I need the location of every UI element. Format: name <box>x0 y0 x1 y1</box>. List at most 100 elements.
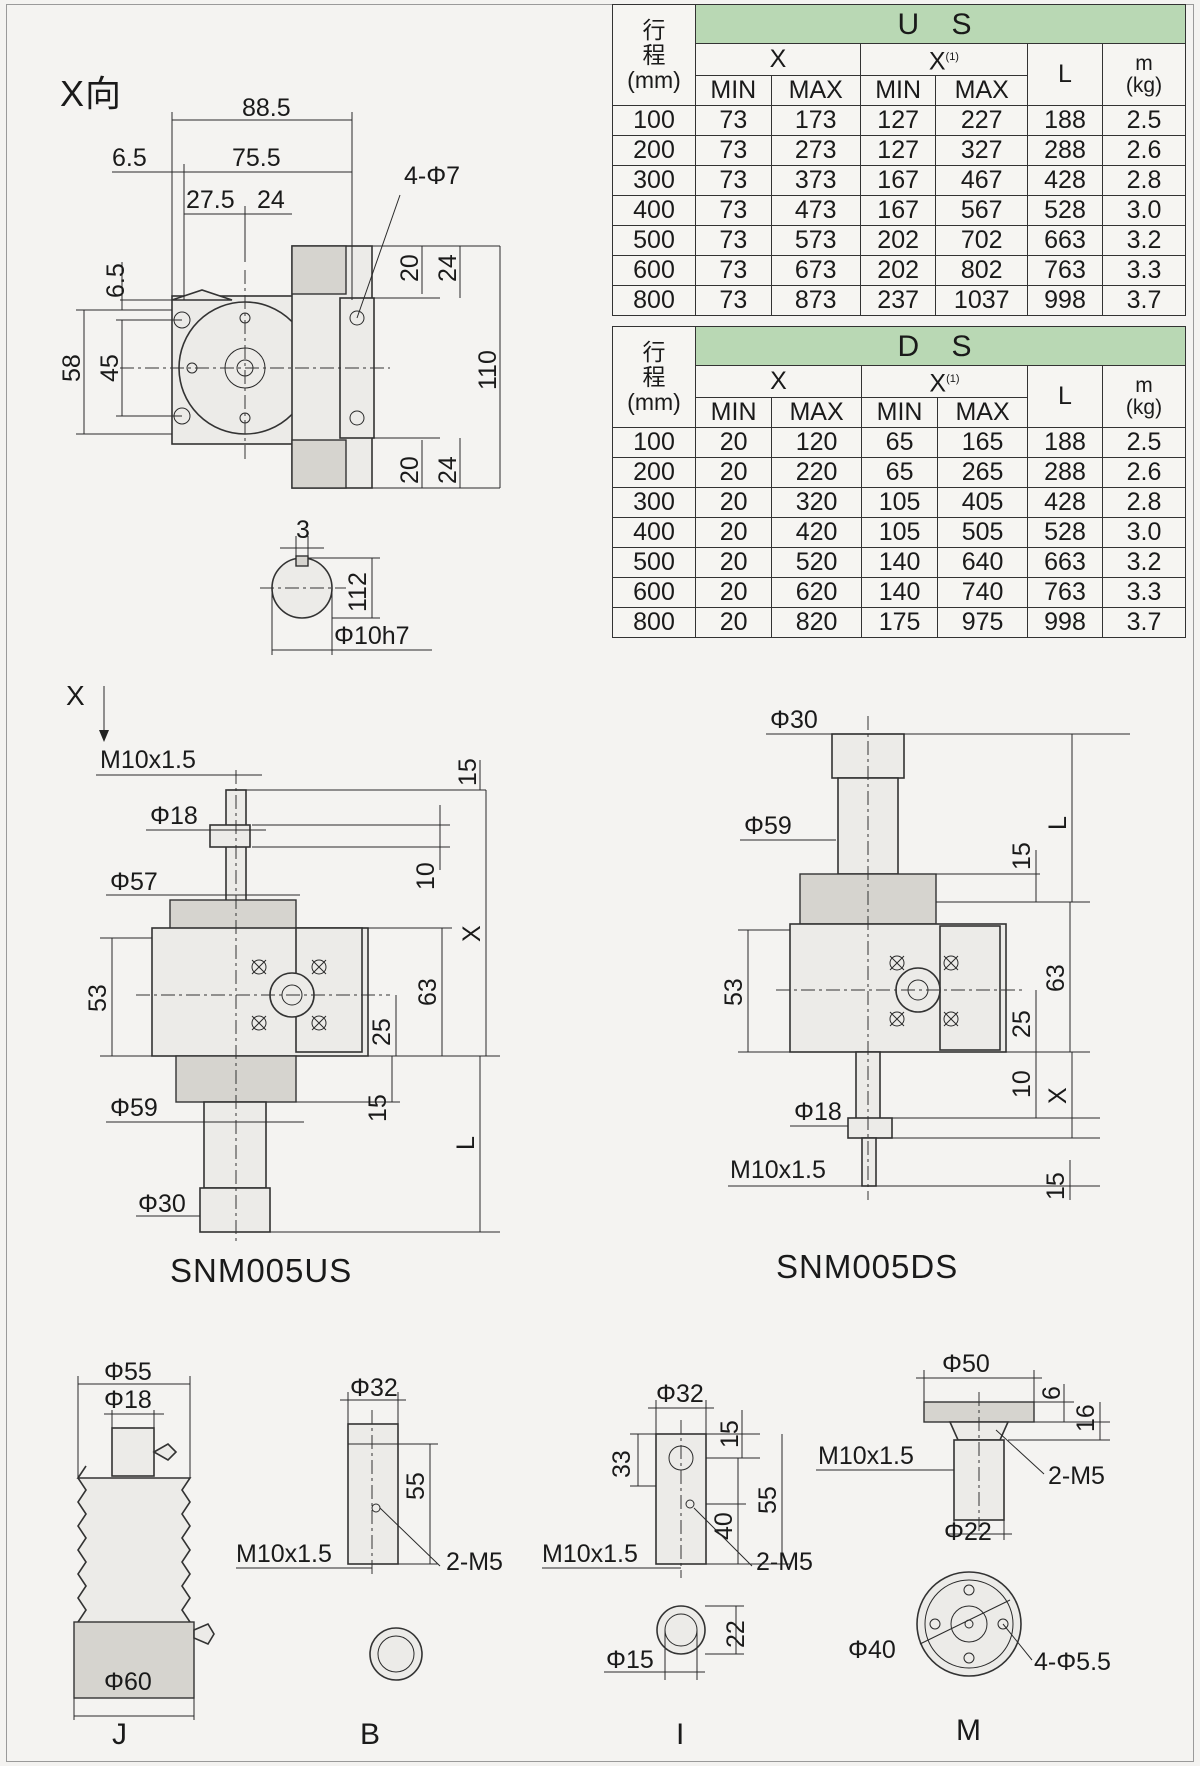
table-cell: 300 <box>612 487 696 519</box>
l-header: L <box>1027 42 1103 107</box>
table-cell: 273 <box>770 135 861 167</box>
sub-header: MAX <box>770 75 861 107</box>
us-table-title: U S <box>695 4 1186 44</box>
table-cell: 202 <box>859 225 937 257</box>
dim-phi-50: Φ50 <box>942 1350 990 1378</box>
dim-x: X <box>458 925 486 942</box>
dim-55: 55 <box>754 1486 782 1514</box>
shaft-key-detail: 3 112 Φ10h7 <box>260 516 432 655</box>
accessory-j-label: J <box>112 1718 128 1751</box>
dim-63: 63 <box>1042 964 1070 992</box>
dim-45: 45 <box>96 354 124 382</box>
top-view-dimensions: 88.5 6.5 75.5 27.5 24 4-Φ7 6.5 58 45 20 … <box>58 94 502 489</box>
table-cell: 73 <box>695 135 772 167</box>
table-cell: 702 <box>935 225 1028 257</box>
dim-phi-40: Φ40 <box>848 1636 896 1664</box>
sub-header: MAX <box>771 397 862 429</box>
dim-phi-60: Φ60 <box>104 1668 152 1696</box>
table-cell: 567 <box>935 195 1028 227</box>
dim-phi-18: Φ18 <box>150 802 198 830</box>
table-cell: 428 <box>1027 487 1103 519</box>
table-cell: 400 <box>612 195 696 227</box>
dim-15: 15 <box>716 1420 744 1448</box>
table-cell: 288 <box>1027 457 1103 489</box>
table-cell: 763 <box>1027 577 1103 609</box>
m-header: m (kg) <box>1102 364 1186 429</box>
dim-88-5: 88.5 <box>242 94 291 122</box>
dim-63: 63 <box>414 978 442 1006</box>
table-cell: 800 <box>612 285 696 317</box>
snm005us-label: SNM005US <box>170 1252 352 1289</box>
dim-2-m5: 2-M5 <box>446 1548 503 1576</box>
accessory-j-drawing: Φ55 Φ18 Φ60 J <box>73 1358 215 1751</box>
sub-header: MAX <box>937 397 1028 429</box>
snm005us-drawing: X M10x1.5 Φ18 Φ57 15 10 X 53 <box>66 680 500 1289</box>
table-cell: 820 <box>771 607 862 639</box>
dim-25: 25 <box>1008 1010 1036 1038</box>
table-cell: 473 <box>770 195 861 227</box>
dim-15-top: 15 <box>1008 842 1036 870</box>
dim-phi-18: Φ18 <box>104 1386 152 1414</box>
table-cell: 65 <box>860 427 939 459</box>
dim-27-5: 27.5 <box>186 186 235 214</box>
dim-phi-30: Φ30 <box>770 706 818 734</box>
dim-20-upper: 20 <box>396 254 424 282</box>
table-cell: 2.6 <box>1102 457 1186 489</box>
us-spec-table: 行 程 (mm) U S X X(1) L m (kg) MIN MAX MIN… <box>612 3 1186 317</box>
table-cell: 1037 <box>935 285 1028 317</box>
table-cell: 120 <box>771 427 862 459</box>
table-cell: 998 <box>1027 285 1103 317</box>
dim-55: 55 <box>402 1472 430 1500</box>
x1-header: X(1) <box>860 364 1029 399</box>
dim-2-m5: 2-M5 <box>1048 1462 1105 1490</box>
table-cell: 620 <box>771 577 862 609</box>
view-title: X向 <box>60 73 122 114</box>
table-cell: 640 <box>937 547 1028 579</box>
table-cell: 167 <box>859 195 937 227</box>
dim-phi-30: Φ30 <box>138 1190 186 1218</box>
table-cell: 400 <box>612 517 696 549</box>
dim-110: 110 <box>474 350 502 390</box>
ds-spec-table: 行 程 (mm) D S X X(1) L m (kg) MIN MAX MIN… <box>612 325 1186 639</box>
dim-phi-59: Φ59 <box>744 812 792 840</box>
stroke-header: 行 程 (mm) <box>612 325 696 429</box>
table-cell: 800 <box>612 607 696 639</box>
accessory-m-drawing: Φ50 6 16 M10x1.5 2-M5 Φ22 Φ40 4-Φ5.5 M <box>816 1350 1111 1747</box>
table-cell: 2.8 <box>1102 165 1186 197</box>
dim-53: 53 <box>84 984 112 1012</box>
x-view-marker: X <box>66 680 86 711</box>
dim-phi-15: Φ15 <box>606 1646 654 1674</box>
table-cell: 873 <box>770 285 861 317</box>
table-cell: 420 <box>771 517 862 549</box>
table-cell: 105 <box>860 487 939 519</box>
snm005ds-drawing: Φ30 Φ59 L 15 53 63 25 10 X Φ18 M10x1.5 1… <box>720 706 1130 1285</box>
stroke-header: 行 程 (mm) <box>612 3 696 107</box>
table-cell: 140 <box>860 547 939 579</box>
dim-x: X <box>1044 1087 1072 1104</box>
table-cell: 975 <box>937 607 1028 639</box>
dim-40: 40 <box>710 1512 738 1540</box>
ds-table-title: D S <box>695 326 1186 366</box>
dim-15-top: 15 <box>454 758 482 786</box>
table-cell: 73 <box>695 285 772 317</box>
table-cell: 600 <box>612 255 696 287</box>
sub-header: MIN <box>695 75 772 107</box>
dim-m10x1-5: M10x1.5 <box>100 746 196 774</box>
drawing-sheet <box>6 4 1194 1762</box>
dim-phi-59: Φ59 <box>110 1094 158 1122</box>
table-cell: 373 <box>770 165 861 197</box>
dim-4-phi-5-5: 4-Φ5.5 <box>1034 1648 1111 1676</box>
dim-24: 24 <box>257 186 285 214</box>
table-cell: 165 <box>937 427 1028 459</box>
table-cell: 3.0 <box>1102 517 1186 549</box>
dim-25: 25 <box>368 1018 396 1046</box>
dim-phi-32: Φ32 <box>656 1380 704 1408</box>
dim-15-bottom: 15 <box>364 1094 392 1122</box>
table-cell: 20 <box>694 607 773 639</box>
